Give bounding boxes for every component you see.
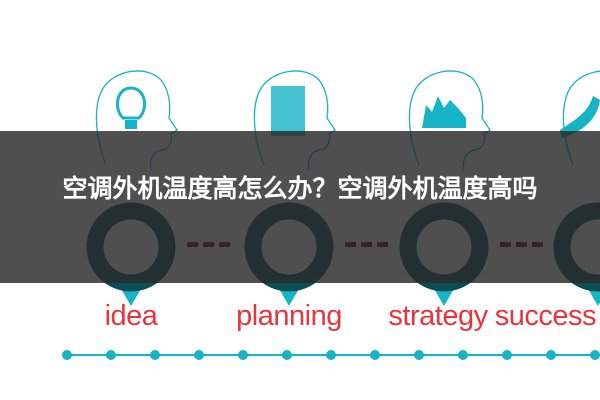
timeline-dot (414, 350, 424, 360)
document-chart-icon (271, 86, 305, 136)
lightbulb-icon (115, 86, 147, 120)
label-planning: planning (236, 300, 342, 332)
timeline-dot (106, 350, 116, 360)
label-success: success (494, 300, 597, 332)
timeline-dot (546, 350, 556, 360)
title-overlay (0, 131, 600, 283)
label-strategy: strategy (388, 300, 488, 332)
chess-pieces-icon (422, 96, 466, 128)
timeline-dot (370, 350, 380, 360)
head-outline (562, 70, 600, 166)
timeline-dot (150, 350, 160, 360)
hand-icon (560, 96, 600, 138)
timeline-dot (326, 350, 336, 360)
timeline-dot (458, 350, 468, 360)
timeline-dot (502, 350, 512, 360)
timeline-dot (194, 350, 204, 360)
timeline-dot (590, 350, 600, 360)
timeline-dot (62, 350, 72, 360)
label-idea: idea (104, 300, 158, 332)
page-title[interactable]: 空调外机温度高怎么办？空调外机温度高吗 (62, 174, 538, 203)
timeline-dot (238, 350, 248, 360)
timeline-dot (282, 350, 292, 360)
bulb-base (125, 120, 137, 129)
